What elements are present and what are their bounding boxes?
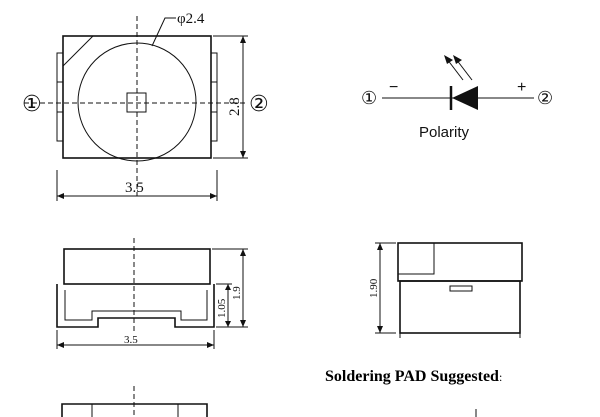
diameter-leader [151,17,176,47]
diode-triangle [452,86,478,110]
polarity-symbol: ① − + ② Polarity [361,55,553,141]
top-view-left-pads [56,52,64,142]
polarity-pin-1-label: ① [361,88,377,109]
diameter-label: φ2.4 [177,11,205,27]
pin-2-label: ② [249,92,269,117]
side-height-label: 1.9 [231,286,243,300]
end-view: 1.90 [368,242,523,338]
top-view-right-pads [210,52,218,142]
end-view-lower-body [399,280,521,334]
polarity-pin-2-label: ② [537,88,553,109]
side-view: 3.5 1.9 1.05 [56,238,248,349]
side-view-leads-outer [56,284,215,328]
side-view-leads-inner [64,290,208,321]
pin-1-label: ① [22,92,42,117]
soldering-pad-section: Soldering PAD Suggested: [61,368,502,417]
side-view-body [63,248,211,285]
height-label: 2.8 [227,97,243,116]
soldering-pad-outline [61,403,208,417]
side-width-label: 3.5 [124,334,138,346]
plus-sign: + [517,79,526,96]
lead-height-label: 1.05 [216,298,228,318]
top-view: φ2.4 3.5 2.8 ① ② [22,11,269,201]
end-height-label: 1.90 [368,278,380,298]
polarity-caption: Polarity [419,124,470,141]
minus-sign: − [389,79,398,96]
width-label: 3.5 [125,180,144,196]
cathode-chamfer [62,35,94,67]
soldering-pad-title: Soldering PAD Suggested: [325,368,502,385]
end-view-body [397,242,523,282]
